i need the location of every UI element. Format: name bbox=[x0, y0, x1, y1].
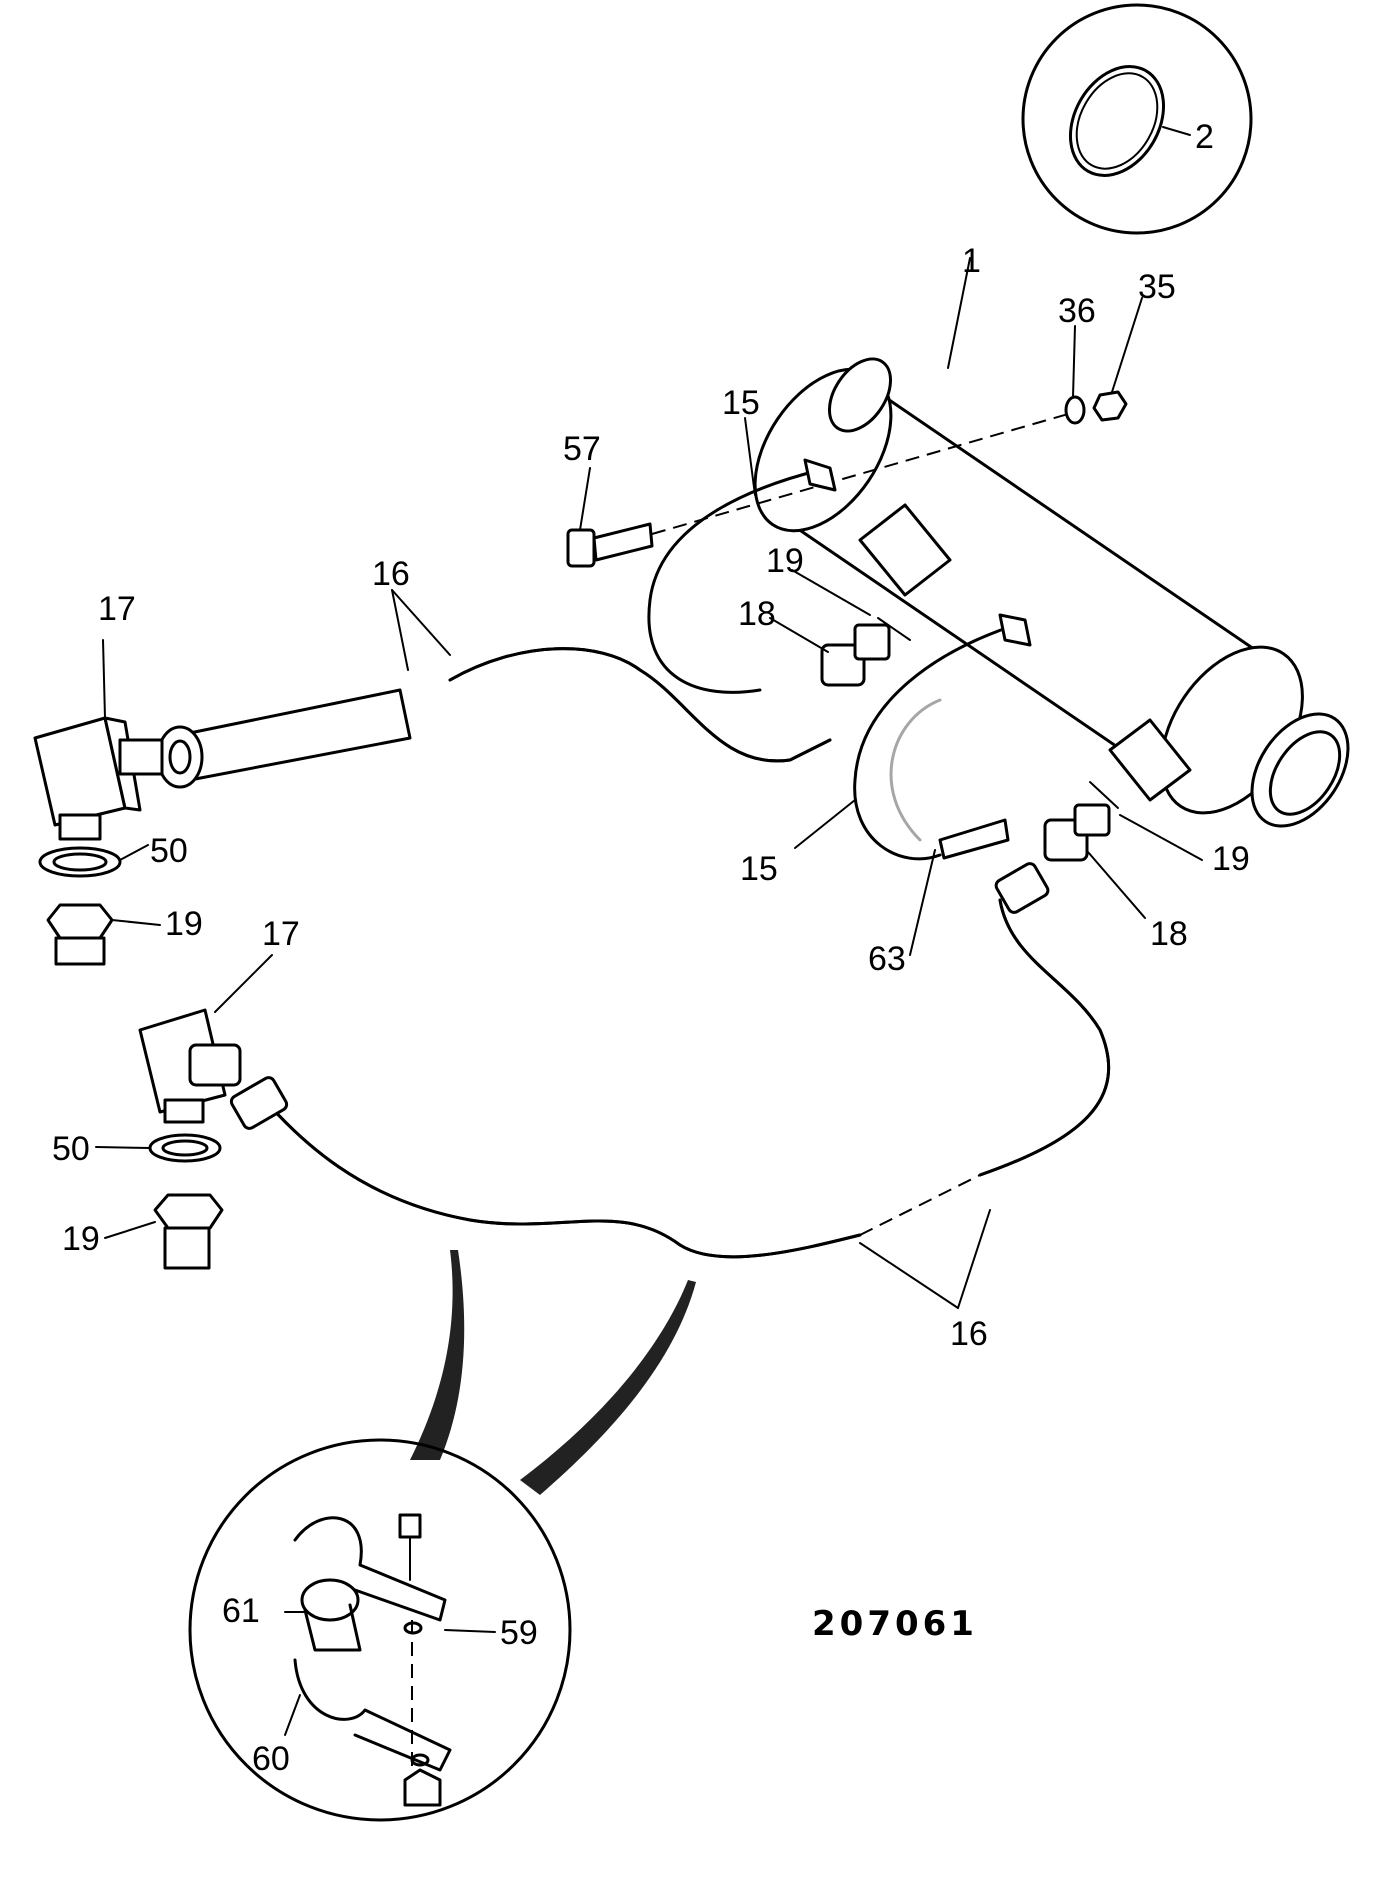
callout-16-lower: 16 bbox=[950, 1315, 988, 1353]
callout-18-lower: 18 bbox=[1150, 915, 1188, 953]
callout-36: 36 bbox=[1058, 292, 1096, 330]
upper-seal-50 bbox=[38, 846, 122, 878]
drawing-number: 207061 bbox=[812, 1604, 978, 1644]
callout-19-d: 19 bbox=[62, 1220, 100, 1258]
lower-hose bbox=[229, 862, 1111, 1259]
callout-15-upper: 15 bbox=[722, 384, 760, 422]
callout-50-lower: 50 bbox=[52, 1130, 90, 1168]
callout-1: 1 bbox=[962, 242, 981, 280]
callout-17-lower: 17 bbox=[262, 915, 300, 953]
lower-nut-19 bbox=[153, 1193, 224, 1270]
callout-63: 63 bbox=[868, 940, 906, 978]
callout-19-b: 19 bbox=[1212, 840, 1250, 878]
lower-elbow-fitting bbox=[138, 1008, 242, 1124]
oil-cooler-body bbox=[753, 357, 1350, 828]
mounting-bolt-assembly bbox=[566, 390, 1128, 568]
callout-16-upper: 16 bbox=[372, 555, 410, 593]
callout-labels: 2 1 36 35 15 57 16 17 19 18 15 63 19 18 … bbox=[52, 118, 1250, 1778]
callout-leaders bbox=[95, 257, 1203, 1736]
callout-19-c: 19 bbox=[165, 905, 203, 943]
clamp-detail-inset bbox=[188, 1438, 572, 1822]
lower-clamp bbox=[853, 613, 1032, 861]
upper-elbow-fitting bbox=[33, 716, 164, 841]
callout-59: 59 bbox=[500, 1614, 538, 1652]
callout-35: 35 bbox=[1138, 268, 1176, 306]
callout-50-upper: 50 bbox=[150, 832, 188, 870]
lower-seal-50 bbox=[148, 1133, 222, 1163]
detail-leaders bbox=[410, 1250, 696, 1495]
ring-detail-inset bbox=[1021, 3, 1253, 235]
callout-19-a: 19 bbox=[766, 542, 804, 580]
lower-union bbox=[1043, 781, 1119, 862]
callout-18-upper: 18 bbox=[738, 595, 776, 633]
upper-nut-19 bbox=[46, 903, 114, 966]
callout-2: 2 bbox=[1195, 118, 1214, 156]
upper-hose bbox=[156, 647, 832, 789]
callout-15-lower: 15 bbox=[740, 850, 778, 888]
callout-60: 60 bbox=[252, 1740, 290, 1778]
callout-17-upper: 17 bbox=[98, 590, 136, 628]
upper-union bbox=[820, 617, 911, 687]
callout-61: 61 bbox=[222, 1592, 260, 1630]
callout-57: 57 bbox=[563, 430, 601, 468]
upper-clamp bbox=[647, 458, 837, 694]
